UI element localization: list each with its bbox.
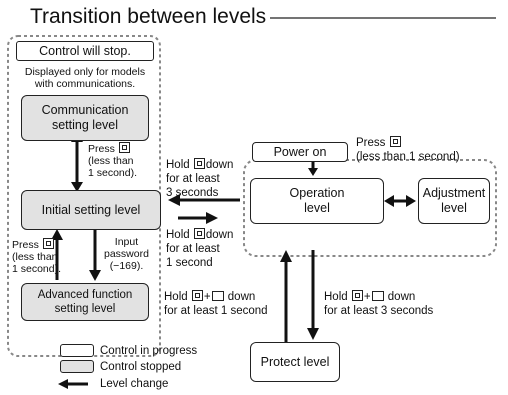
hold3-line1a: Hold <box>166 159 190 171</box>
communication-setting-level: Communication setting level <box>21 95 149 141</box>
mode-key-icon <box>371 291 384 301</box>
models-note-line1: Displayed only for models <box>24 66 146 78</box>
hold-prot-annotation: Hold + down for at least 3 seconds <box>324 290 434 317</box>
hold-prot-line1b: down <box>387 291 416 303</box>
adjustment-level: Adjustment level <box>418 178 490 224</box>
run-group-frame <box>243 159 497 257</box>
operation-level: Operation level <box>250 178 384 224</box>
power-press-line1: Press <box>356 137 386 149</box>
power-press-line2: (less than 1 second) <box>356 151 460 163</box>
legend-change-label: Level change <box>100 378 169 390</box>
hold-prot-line1a: Hold <box>324 291 348 303</box>
input-pw-line1: Input <box>114 236 139 248</box>
control-will-stop-box: Control will stop. <box>16 41 154 61</box>
hold3-line1b: down <box>205 159 234 171</box>
level-key-icon <box>351 290 363 301</box>
control-will-stop-label: Control will stop. <box>39 43 131 58</box>
protect-label: Protect level <box>260 354 330 369</box>
level-key-icon <box>42 238 54 249</box>
press-comm-line2: (less than <box>88 155 134 167</box>
press-left-line2: (less than <box>12 251 58 263</box>
hold3-line3: 3 seconds <box>166 187 219 199</box>
protect-level: Protect level <box>250 342 340 382</box>
hold-adv-annotation: Hold + down for at least 1 second <box>164 290 268 317</box>
press-left-annotation: Press (less than 1 second). <box>12 238 61 275</box>
hold-adv-line1b: down <box>227 291 256 303</box>
hold3-line2: for at least <box>166 173 220 185</box>
adjustment-line1: Adjustment <box>422 186 486 200</box>
models-note-line2: with communications. <box>34 78 136 90</box>
initial-label: Initial setting level <box>41 202 141 217</box>
adjustment-line2: level <box>441 201 467 215</box>
power-press-annotation: Press (less than 1 second) <box>356 136 460 164</box>
hold1-line2: for at least <box>166 243 220 255</box>
level-key-icon <box>193 228 205 239</box>
advanced-function-setting-level: Advanced function setting level <box>21 283 149 321</box>
operation-line2: level <box>304 201 330 215</box>
hold1-line1a: Hold <box>166 229 190 241</box>
advanced-line1: Advanced function <box>37 289 133 301</box>
hold1-line3: 1 second <box>166 257 213 269</box>
press-comm-line3: 1 second). <box>88 167 138 179</box>
level-key-icon <box>389 136 401 147</box>
press-comm-line1: Press <box>88 143 115 155</box>
input-pw-line3: (−169). <box>109 260 144 272</box>
power-on-label: Power on <box>273 144 327 159</box>
hold1-line1b: down <box>205 229 234 241</box>
legend-in-progress-label: Control in progress <box>100 345 198 357</box>
legend-stopped-swatch <box>60 360 94 373</box>
communication-line1: Communication <box>41 103 129 117</box>
level-key-icon <box>191 290 203 301</box>
level-key-icon <box>118 142 130 153</box>
hold-adv-line2: for at least 1 second <box>164 305 268 317</box>
operation-line1: Operation <box>289 186 345 200</box>
input-password-annotation: Input password (−169). <box>104 236 149 272</box>
press-comm-annotation: Press (less than 1 second). <box>88 142 137 179</box>
press-left-line3: 1 second). <box>12 263 62 275</box>
mode-key-icon <box>211 291 224 301</box>
models-note: Displayed only for models with communica… <box>12 66 158 90</box>
initial-setting-level: Initial setting level <box>21 190 161 230</box>
input-pw-line2: password <box>104 248 149 260</box>
hold-1s-annotation: Hold down for at least 1 second <box>166 228 233 270</box>
power-on-box: Power on <box>252 142 348 162</box>
hold-3s-annotation: Hold down for at least 3 seconds <box>166 158 233 200</box>
advanced-line2: setting level <box>54 303 116 315</box>
level-key-icon <box>193 158 205 169</box>
hold-adv-line1a: Hold <box>164 291 188 303</box>
legend-in-progress-swatch <box>60 344 94 357</box>
press-left-line1: Press <box>12 239 39 251</box>
legend-stopped-label: Control stopped <box>100 361 182 373</box>
page-title: Transition between levels <box>30 5 267 28</box>
communication-line2: setting level <box>51 118 118 132</box>
hold-prot-line2: for at least 3 seconds <box>324 305 434 317</box>
